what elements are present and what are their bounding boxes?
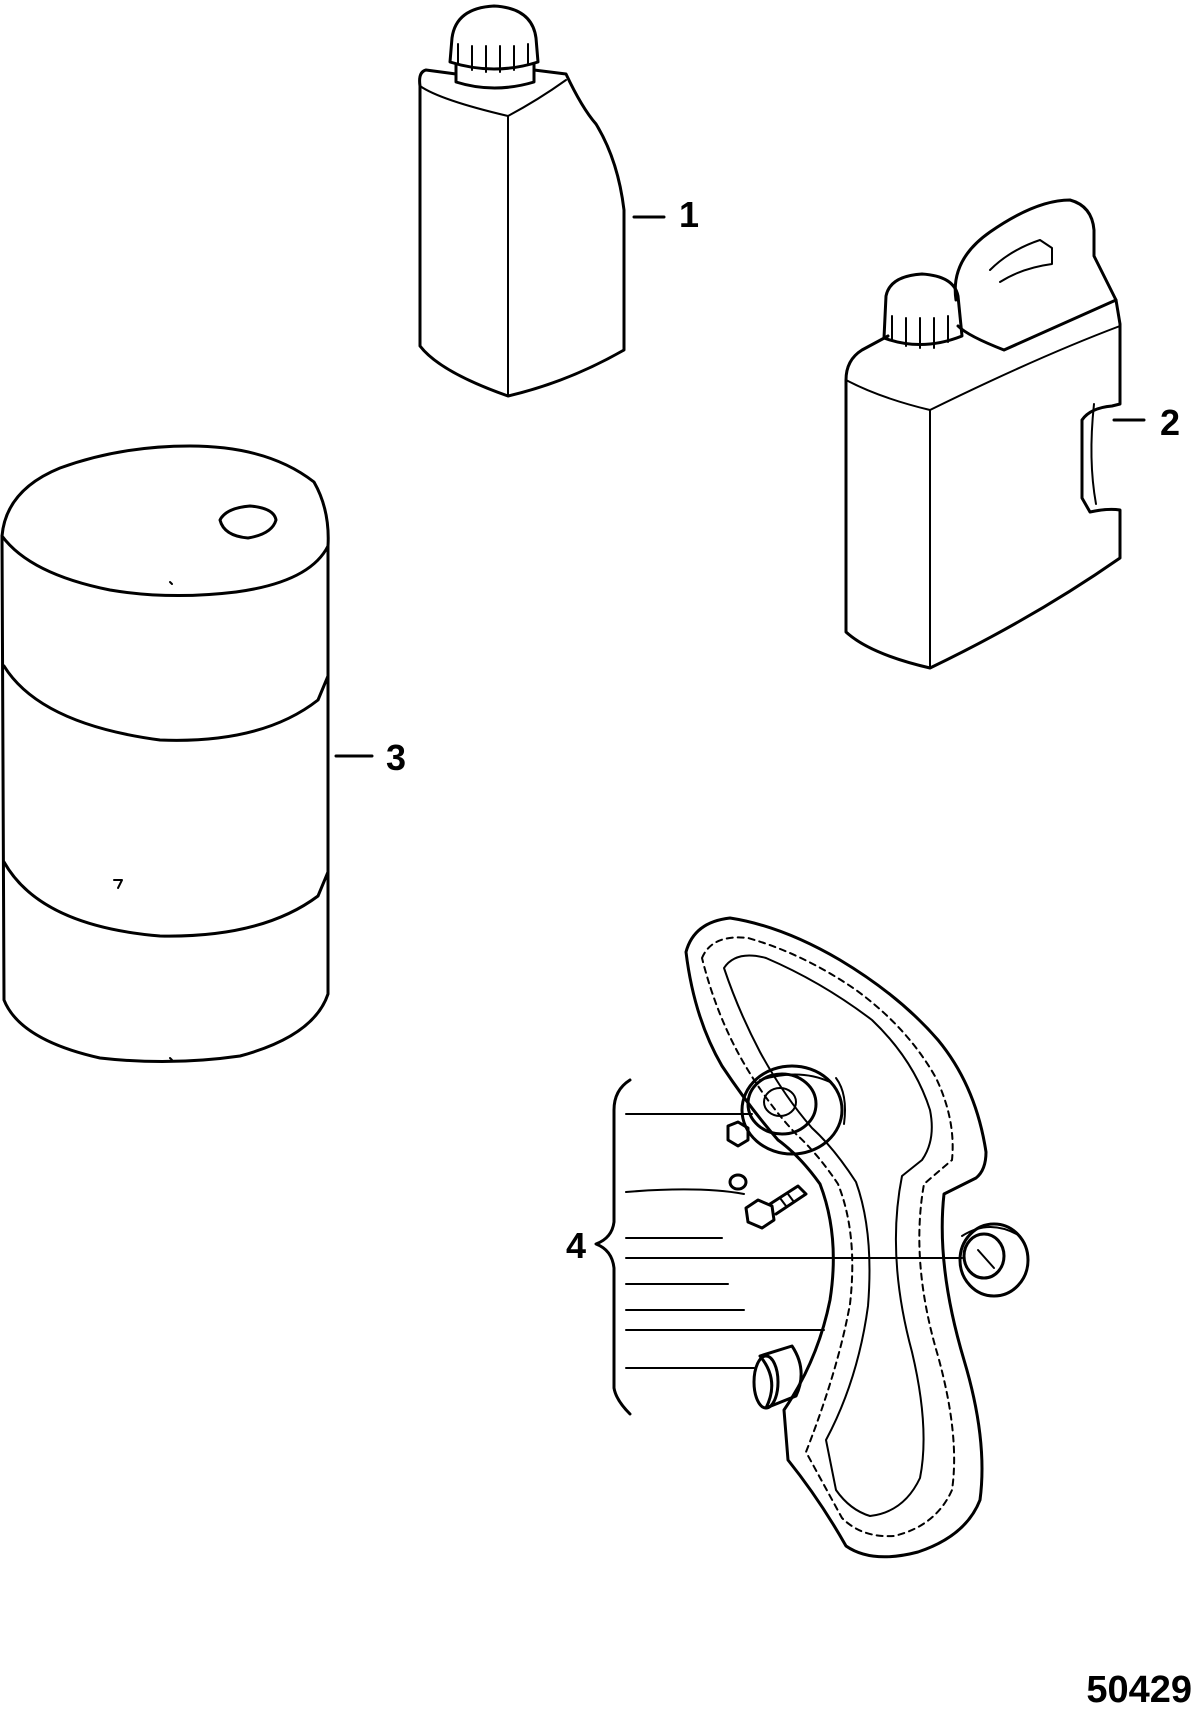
callout-3: 3 <box>386 737 406 778</box>
washer <box>728 1173 748 1191</box>
nut <box>726 1120 750 1148</box>
tensioner-pulley <box>740 1064 846 1156</box>
drum-top <box>0 444 330 598</box>
jug-cap <box>882 272 964 346</box>
oil-drum <box>0 444 330 1064</box>
oil-jug-with-handle <box>844 198 1122 670</box>
spacer-sleeve <box>752 1344 803 1410</box>
drum-hoop-upper <box>2 664 330 742</box>
bolt <box>744 1184 808 1230</box>
timing-belt-teeth <box>701 936 956 1538</box>
callout-4: 4 <box>566 1225 586 1266</box>
small-oil-bottle <box>418 4 626 398</box>
bottle-body <box>418 68 626 398</box>
leader-tensioner <box>625 1188 745 1195</box>
bottle-cap <box>448 4 540 71</box>
jug-body <box>844 298 1122 670</box>
idler-pulley <box>958 1222 1030 1298</box>
drum-side <box>0 534 330 1064</box>
drum-hoop-lower <box>2 860 330 938</box>
timing-belt-inner <box>723 954 933 1517</box>
callout-2: 2 <box>1160 402 1180 443</box>
figure-number: 50429 <box>1086 1669 1192 1711</box>
timing-belt-outer <box>684 916 988 1559</box>
drum-bung <box>218 504 278 540</box>
jug-handle <box>953 198 1118 302</box>
kit-bracket <box>594 1078 632 1416</box>
callout-1: 1 <box>679 194 699 235</box>
timing-belt-kit <box>594 916 1030 1559</box>
